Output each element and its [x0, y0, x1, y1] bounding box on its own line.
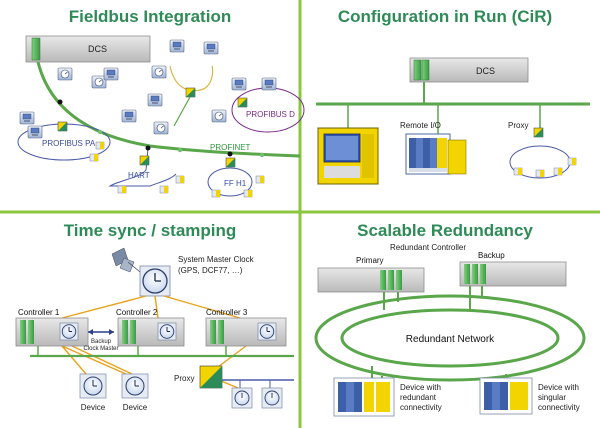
device-redundant-line1: Device with — [400, 383, 441, 392]
redundancy-title: Scalable Redundancy — [357, 221, 533, 240]
cir-title: Configuration in Run (CiR) — [338, 7, 552, 26]
backup-clock-line2: Clock Master — [83, 346, 118, 352]
fieldbus-quadrant: Fieldbus Integration DCS PROFIBUS PA PRO… — [17, 7, 305, 198]
controller-3 — [205, 317, 287, 347]
redundant-network-outer — [314, 294, 586, 382]
fieldbus-title: Fieldbus Integration — [69, 7, 231, 26]
redundant-controller-label: Redundant Controller — [390, 243, 466, 252]
hart-label: HART — [128, 171, 150, 180]
redundant-network-label: Redundant Network — [406, 334, 495, 345]
device-1-label: Device — [81, 403, 106, 412]
device-1 — [79, 373, 107, 399]
device-singular-line3: connectivity — [538, 403, 580, 412]
backup-clock-arrow — [88, 329, 114, 335]
profibus-dp-label: PROFIBUS D — [246, 110, 295, 119]
master-clock-line2: (GPS, DCF77, …) — [178, 266, 243, 275]
controller-2-label: Controller 2 — [116, 308, 158, 317]
fieldbus-upper-bus — [169, 65, 214, 92]
remote-io-label: Remote I/O — [400, 121, 441, 130]
controller-1-label: Controller 1 — [18, 308, 60, 317]
redundancy-quadrant: Scalable Redundancy Redundant Controller… — [314, 221, 586, 417]
master-clock — [139, 265, 171, 297]
hart-bus — [108, 147, 177, 187]
device-redundant-line3: connectivity — [400, 403, 442, 412]
primary-label: Primary — [356, 256, 384, 265]
fieldbus-backbone — [36, 61, 301, 158]
device-2-label: Device — [123, 403, 148, 412]
backup-clock-line1: Backup — [91, 339, 112, 345]
satellite-icon — [111, 247, 141, 273]
cir-proxy-label: Proxy — [508, 121, 528, 130]
timesync-title: Time sync / stamping — [64, 221, 237, 240]
backup-label: Backup — [478, 251, 505, 260]
profinet-label: PROFINET — [210, 143, 251, 152]
redundant-network-inner — [340, 308, 560, 368]
proxy-clock-1 — [231, 387, 253, 409]
fieldbus-dcs-rack: DCS — [25, 35, 151, 63]
device-2 — [121, 373, 149, 399]
fieldbus-dcs-label: DCS — [88, 44, 107, 54]
controller-2 — [117, 317, 185, 347]
profibus-pa-label: PROFIBUS PA — [42, 139, 96, 148]
controller-3-label: Controller 3 — [206, 308, 248, 317]
cir-dcs-rack: DCS — [409, 57, 529, 83]
cir-quadrant: Configuration in Run (CiR) DCS Remote I/… — [316, 7, 590, 185]
device-singular — [479, 377, 533, 415]
cir-dcs-label: DCS — [476, 66, 495, 76]
backup-controller — [459, 261, 567, 287]
master-clock-line1: System Master Clock — [178, 255, 255, 264]
cir-operator-panel — [317, 127, 379, 185]
ff-h1-ring — [207, 167, 253, 197]
proxy-clock-2 — [261, 387, 283, 409]
primary-controller — [317, 267, 425, 293]
timesync-quadrant: Time sync / stamping System Master Clock… — [15, 221, 294, 412]
device-redundant — [333, 377, 395, 417]
timesync-proxy-label: Proxy — [174, 374, 194, 383]
timesync-proxy — [199, 365, 223, 389]
device-singular-line1: Device with — [538, 383, 579, 392]
device-singular-line2: singular — [538, 393, 566, 402]
device-redundant-line2: redundant — [400, 393, 437, 402]
ff-h1-label: FF H1 — [224, 179, 247, 188]
controller-1 — [15, 317, 89, 347]
